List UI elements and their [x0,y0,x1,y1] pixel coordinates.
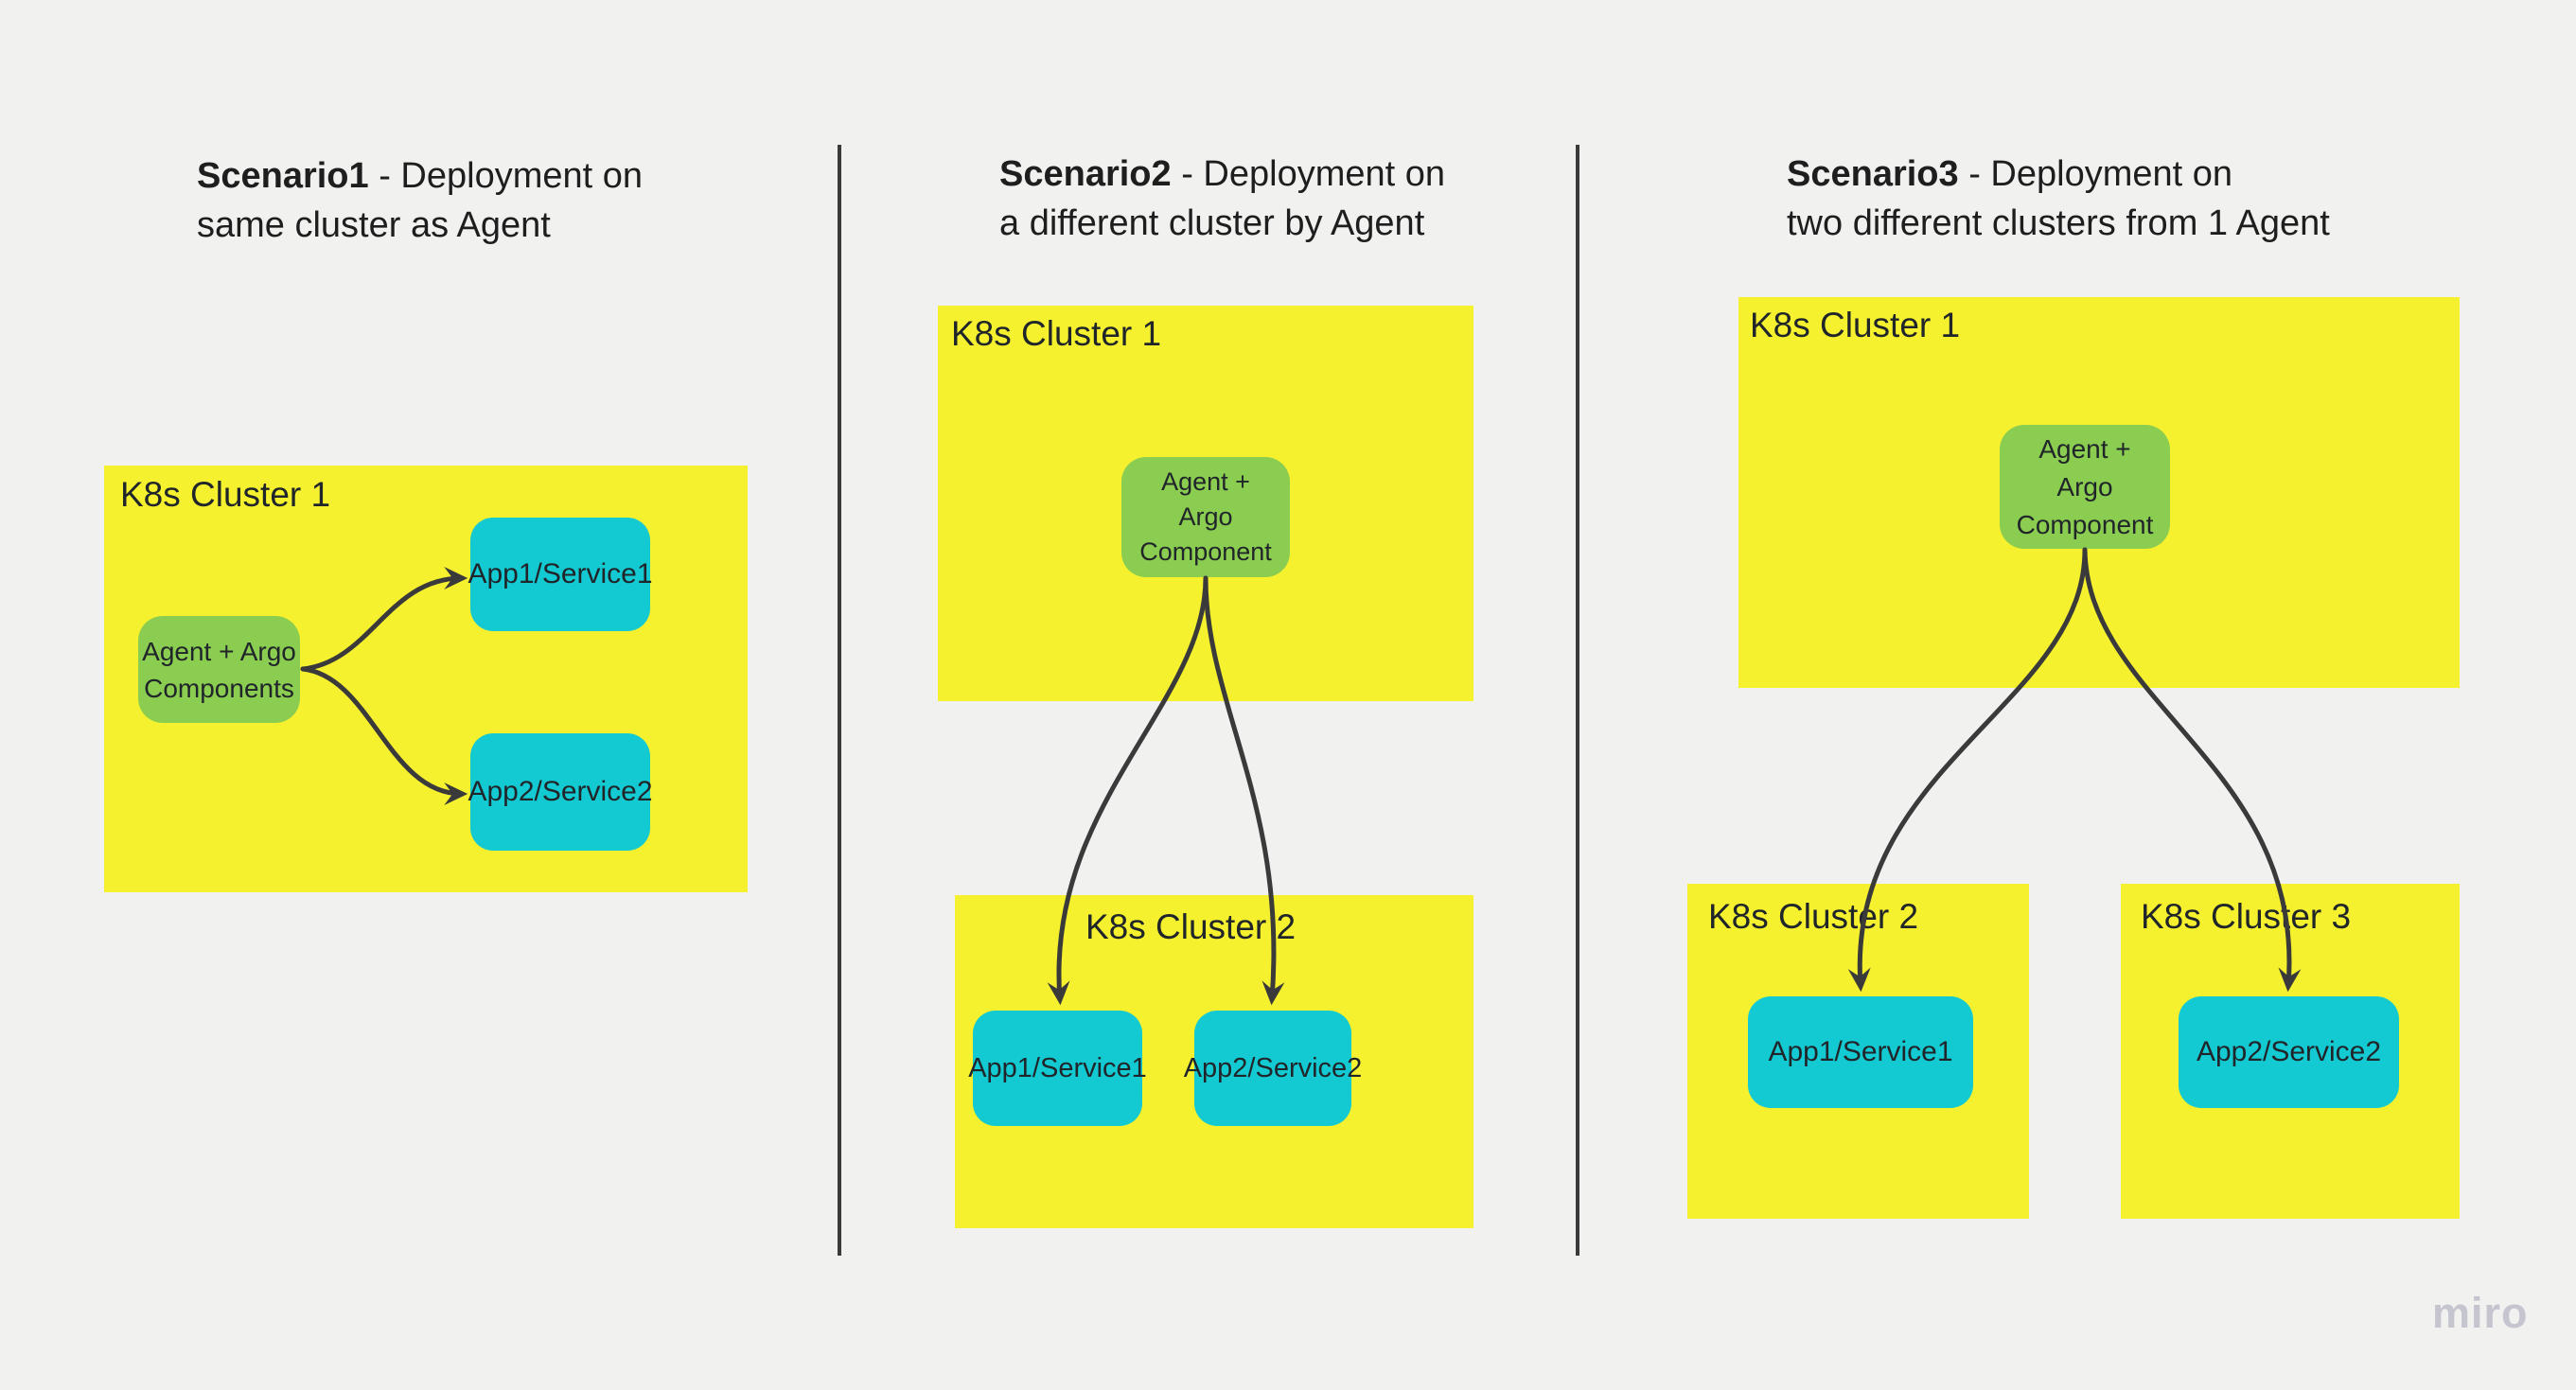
s2-app1-label: App1/Service1 [968,1052,1147,1083]
scenario1-title-line2: same cluster as Agent [197,205,551,245]
s1-app1-box: App1/Service1 [468,518,653,631]
s3-agent-line1: Agent + [2038,433,2131,464]
scenario3-title-line2: two different clusters from 1 Agent [1787,203,2330,243]
s3-agent-label: Agent + Argo Component [2017,431,2154,544]
s1-agent-box: Agent + Argo Components [138,616,300,723]
s1-cluster1-label: K8s Cluster 1 [120,475,331,514]
s1-agent-label: Agent + Argo Components [142,633,296,707]
s3-cluster1-label: K8s Cluster 1 [1750,306,1961,344]
separator-line-1 [838,145,841,1256]
scenario1-title-line1: Scenario1 - Deployment on [197,151,643,201]
scenario2-title-rest: - Deployment on [1171,154,1446,194]
scenario2-title-line2: a different cluster by Agent [999,203,1425,243]
s3-cluster2-label: K8s Cluster 2 [1708,897,1919,936]
scenario2-title-line1: Scenario2 - Deployment on [999,150,1445,199]
s1-app1-label: App1/Service1 [468,558,653,589]
s3-cluster3-label: K8s Cluster 3 [2141,897,2352,936]
scenario3-title-line1: Scenario3 - Deployment on [1787,150,2330,199]
s3-app2-label: App2/Service2 [2196,1036,2382,1067]
s2-agent-box: Agent + Argo Component [1121,457,1290,577]
s2-cluster2-label: K8s Cluster 2 [1085,907,1297,946]
scenario2-title-bold: Scenario2 [999,154,1172,194]
s3-agent-box: Agent + Argo Component [2000,425,2170,549]
s2-app1-box: App1/Service1 [968,1011,1147,1126]
scenario1-title: Scenario1 - Deployment on same cluster a… [197,151,643,250]
s1-app2-box: App2/Service2 [468,733,653,851]
s2-agent-line3: Component [1139,537,1272,566]
s2-app2-label: App2/Service2 [1183,1052,1363,1083]
s3-agent-line2: Argo [2056,471,2113,501]
s2-agent-line2: Argo [1178,502,1233,531]
scenario2-title: Scenario2 - Deployment on a different cl… [999,150,1445,248]
scenario3-title-bold: Scenario3 [1787,154,1959,194]
scenario1-title-rest: - Deployment on [368,156,644,196]
s3-app1-label: App1/Service1 [1768,1036,1953,1067]
s3-agent-line3: Component [2016,509,2154,539]
s3-app1-box: App1/Service1 [1748,996,1973,1108]
s1-agent-line1: Agent + Argo [142,636,296,666]
s2-agent-label: Agent + Argo Component [1139,465,1272,570]
s2-cluster1-label: K8s Cluster 1 [951,314,1162,353]
separator-line-2 [1576,145,1579,1256]
scenario3-title-rest: - Deployment on [1958,154,2233,194]
s2-app2-box: App2/Service2 [1184,1011,1362,1126]
s3-app2-box: App2/Service2 [2179,996,2399,1108]
scenario3-title: Scenario3 - Deployment on two different … [1787,150,2330,248]
scenario1-title-bold: Scenario1 [197,156,369,196]
s1-app2-label: App2/Service2 [468,776,653,807]
s1-agent-line2: Components [144,673,294,703]
s2-agent-line1: Agent + [1161,467,1250,496]
miro-watermark: miro [2432,1289,2529,1337]
